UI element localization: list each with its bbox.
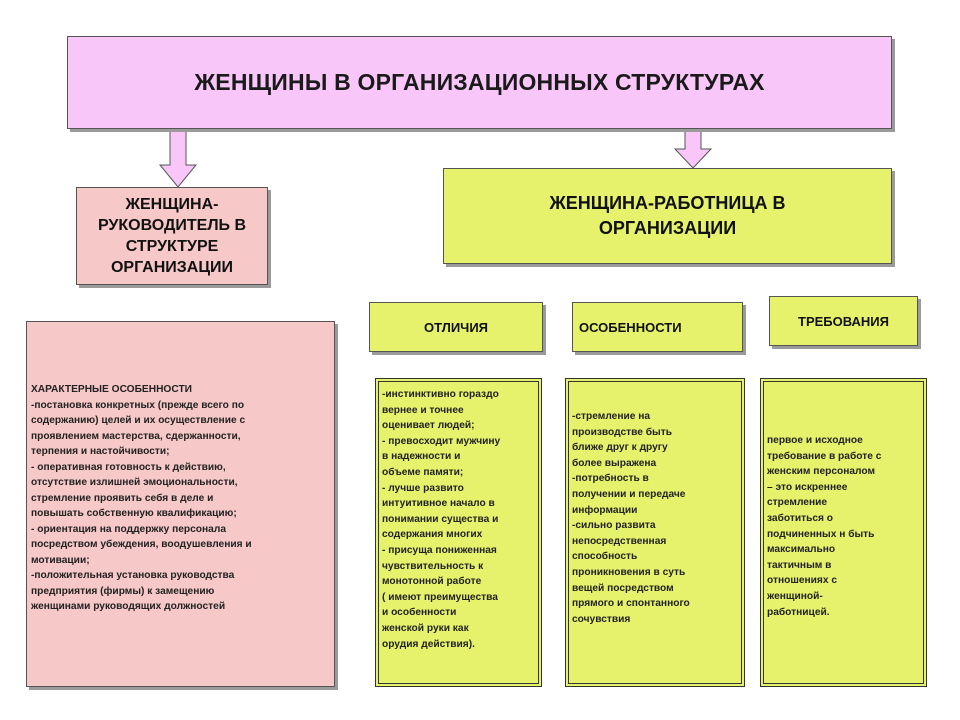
- features-line: непосредственная: [572, 535, 667, 547]
- requirements-line: первое и исходное: [767, 435, 863, 446]
- characteristics-line: - ориентация на поддержку персонала: [31, 523, 226, 535]
- differences-line: ( имеют преимущества: [382, 591, 498, 603]
- features-line: способность: [572, 551, 638, 563]
- differences-line: - присуща пониженная: [382, 544, 497, 556]
- worker-line: ОРГАНИЗАЦИИ: [598, 218, 737, 238]
- features-line: проникновения в суть: [572, 566, 686, 578]
- requirements-line: женщиной-: [767, 590, 823, 602]
- characteristics-line: -постановка конкретных (прежде всего по: [31, 399, 245, 411]
- arrow-to-leader: [158, 128, 198, 188]
- differences-line: оценивает людей;: [382, 420, 475, 432]
- characteristics-line: ХАРАКТЕРНЫЕ ОСОБЕННОСТИ: [31, 384, 193, 395]
- requirements-line: тактичным в: [767, 559, 832, 571]
- requirements-line: – это искреннее: [767, 481, 848, 493]
- requirements-label: ТРЕБОВАНИЯ: [769, 296, 918, 346]
- differences-line: вернее и точнее: [382, 404, 464, 416]
- differences-label: ОТЛИЧИЯ: [369, 302, 543, 352]
- features-text: -стремление на производстве быть ближе д…: [572, 409, 739, 627]
- leader-line: ОРГАНИЗАЦИИ: [110, 259, 234, 276]
- differences-line: чувствительность к: [382, 560, 484, 572]
- features-line: -сильно развита: [572, 520, 656, 532]
- differences-box: -инстинктивно гораздо вернее и точнее оц…: [375, 378, 542, 687]
- differences-line: в надежности и: [382, 451, 461, 463]
- features-line: сочувствия: [572, 613, 631, 625]
- differences-line: содержания многих: [382, 529, 483, 541]
- characteristics-line: содержанию) целей и их осуществление с: [31, 415, 246, 426]
- features-label: ОСОБЕННОСТИ: [572, 302, 743, 352]
- requirements-box: первое и исходное требование в работе с …: [760, 378, 927, 687]
- characteristics-line: повышать собственную квалификацию;: [31, 508, 237, 519]
- characteristics-line: проявлением мастерства, сдержанности,: [31, 430, 241, 442]
- features-line: ближе друг к другу: [572, 442, 668, 454]
- differences-line: женской руки как: [382, 622, 469, 634]
- differences-line: объеме памяти;: [382, 466, 464, 478]
- features-line: более выражена: [572, 457, 657, 469]
- characteristics-line: -положительная установка руководства: [31, 570, 235, 581]
- differences-line: - лучше развито: [382, 482, 464, 494]
- differences-line: - превосходит мужчину: [382, 435, 501, 447]
- characteristics-line: отсутствие излишней эмоциональности,: [31, 477, 238, 488]
- requirements-line: отношениях с: [767, 575, 838, 587]
- features-line: производстве быть: [572, 426, 672, 438]
- differences-line: и особенности: [382, 607, 457, 619]
- differences-line: понимании существа и: [382, 513, 499, 525]
- requirements-line: максимально: [767, 544, 836, 556]
- characteristics-line: женщинами руководящих должностей: [31, 601, 226, 612]
- requirements-line: подчиненных н быть: [767, 528, 875, 540]
- differences-line: интуитивное начало в: [382, 498, 495, 510]
- requirements-text: первое и исходное требование в работе с …: [767, 433, 921, 620]
- leader-line: СТРУКТУРЕ: [125, 238, 219, 255]
- leader-line: РУКОВОДИТЕЛЬ В: [97, 217, 247, 234]
- worker-line: ЖЕНЩИНА-РАБОТНИЦА В: [549, 193, 786, 213]
- diagram-title-text: ЖЕНЩИНЫ В ОРГАНИЗАЦИОННЫХ СТРУКТУРАХ: [194, 69, 765, 95]
- requirements-line: женским персоналом: [767, 466, 876, 478]
- leader-box: ЖЕНЩИНА- РУКОВОДИТЕЛЬ В СТРУКТУРЕ ОРГАНИ…: [76, 187, 268, 285]
- worker-box: ЖЕНЩИНА-РАБОТНИЦА В ОРГАНИЗАЦИИ: [443, 168, 892, 264]
- differences-text: -инстинктивно гораздо вернее и точнее оц…: [382, 387, 536, 652]
- features-line: получении и передаче: [572, 488, 686, 500]
- arrow-to-worker: [673, 128, 713, 169]
- characteristics-line: - оперативная готовность к действию,: [31, 461, 226, 473]
- characteristics-text: ХАРАКТЕРНЫЕ ОСОБЕННОСТИ -постановка конк…: [31, 382, 328, 615]
- features-line: вещей посредством: [572, 582, 674, 594]
- features-line: прямого и спонтанного: [572, 598, 690, 610]
- features-line: -потребность в: [572, 473, 649, 485]
- differences-line: орудия действия).: [382, 638, 475, 650]
- characteristics-line: посредством убеждения, воодушевления и: [31, 539, 252, 550]
- requirements-line: заботиться о: [767, 512, 834, 524]
- features-line: информации: [572, 504, 638, 516]
- differences-line: монотонной работе: [382, 576, 482, 588]
- diagram-title: ЖЕНЩИНЫ В ОРГАНИЗАЦИОННЫХ СТРУКТУРАХ: [67, 36, 892, 129]
- requirements-line: требование в работе с: [767, 450, 882, 462]
- characteristics-line: терпения и настойчивости;: [31, 446, 170, 457]
- requirements-line: работницей.: [767, 606, 830, 618]
- leader-box-text: ЖЕНЩИНА- РУКОВОДИТЕЛЬ В СТРУКТУРЕ ОРГАНИ…: [98, 194, 246, 278]
- characteristics-line: мотивации;: [31, 554, 90, 566]
- features-box: -стремление на производстве быть ближе д…: [565, 378, 745, 687]
- characteristics-line: стремление проявить себя в деле и: [31, 492, 214, 504]
- characteristics-line: предприятия (фирмы) к замещению: [31, 585, 215, 597]
- differences-line: -инстинктивно гораздо: [382, 389, 499, 400]
- leader-line: ЖЕНЩИНА-: [125, 196, 219, 213]
- features-line: -стремление на: [572, 411, 651, 422]
- leader-characteristics-box: ХАРАКТЕРНЫЕ ОСОБЕННОСТИ -постановка конк…: [26, 321, 335, 687]
- worker-box-text: ЖЕНЩИНА-РАБОТНИЦА В ОРГАНИЗАЦИИ: [550, 191, 786, 241]
- requirements-line: стремление: [767, 497, 828, 509]
